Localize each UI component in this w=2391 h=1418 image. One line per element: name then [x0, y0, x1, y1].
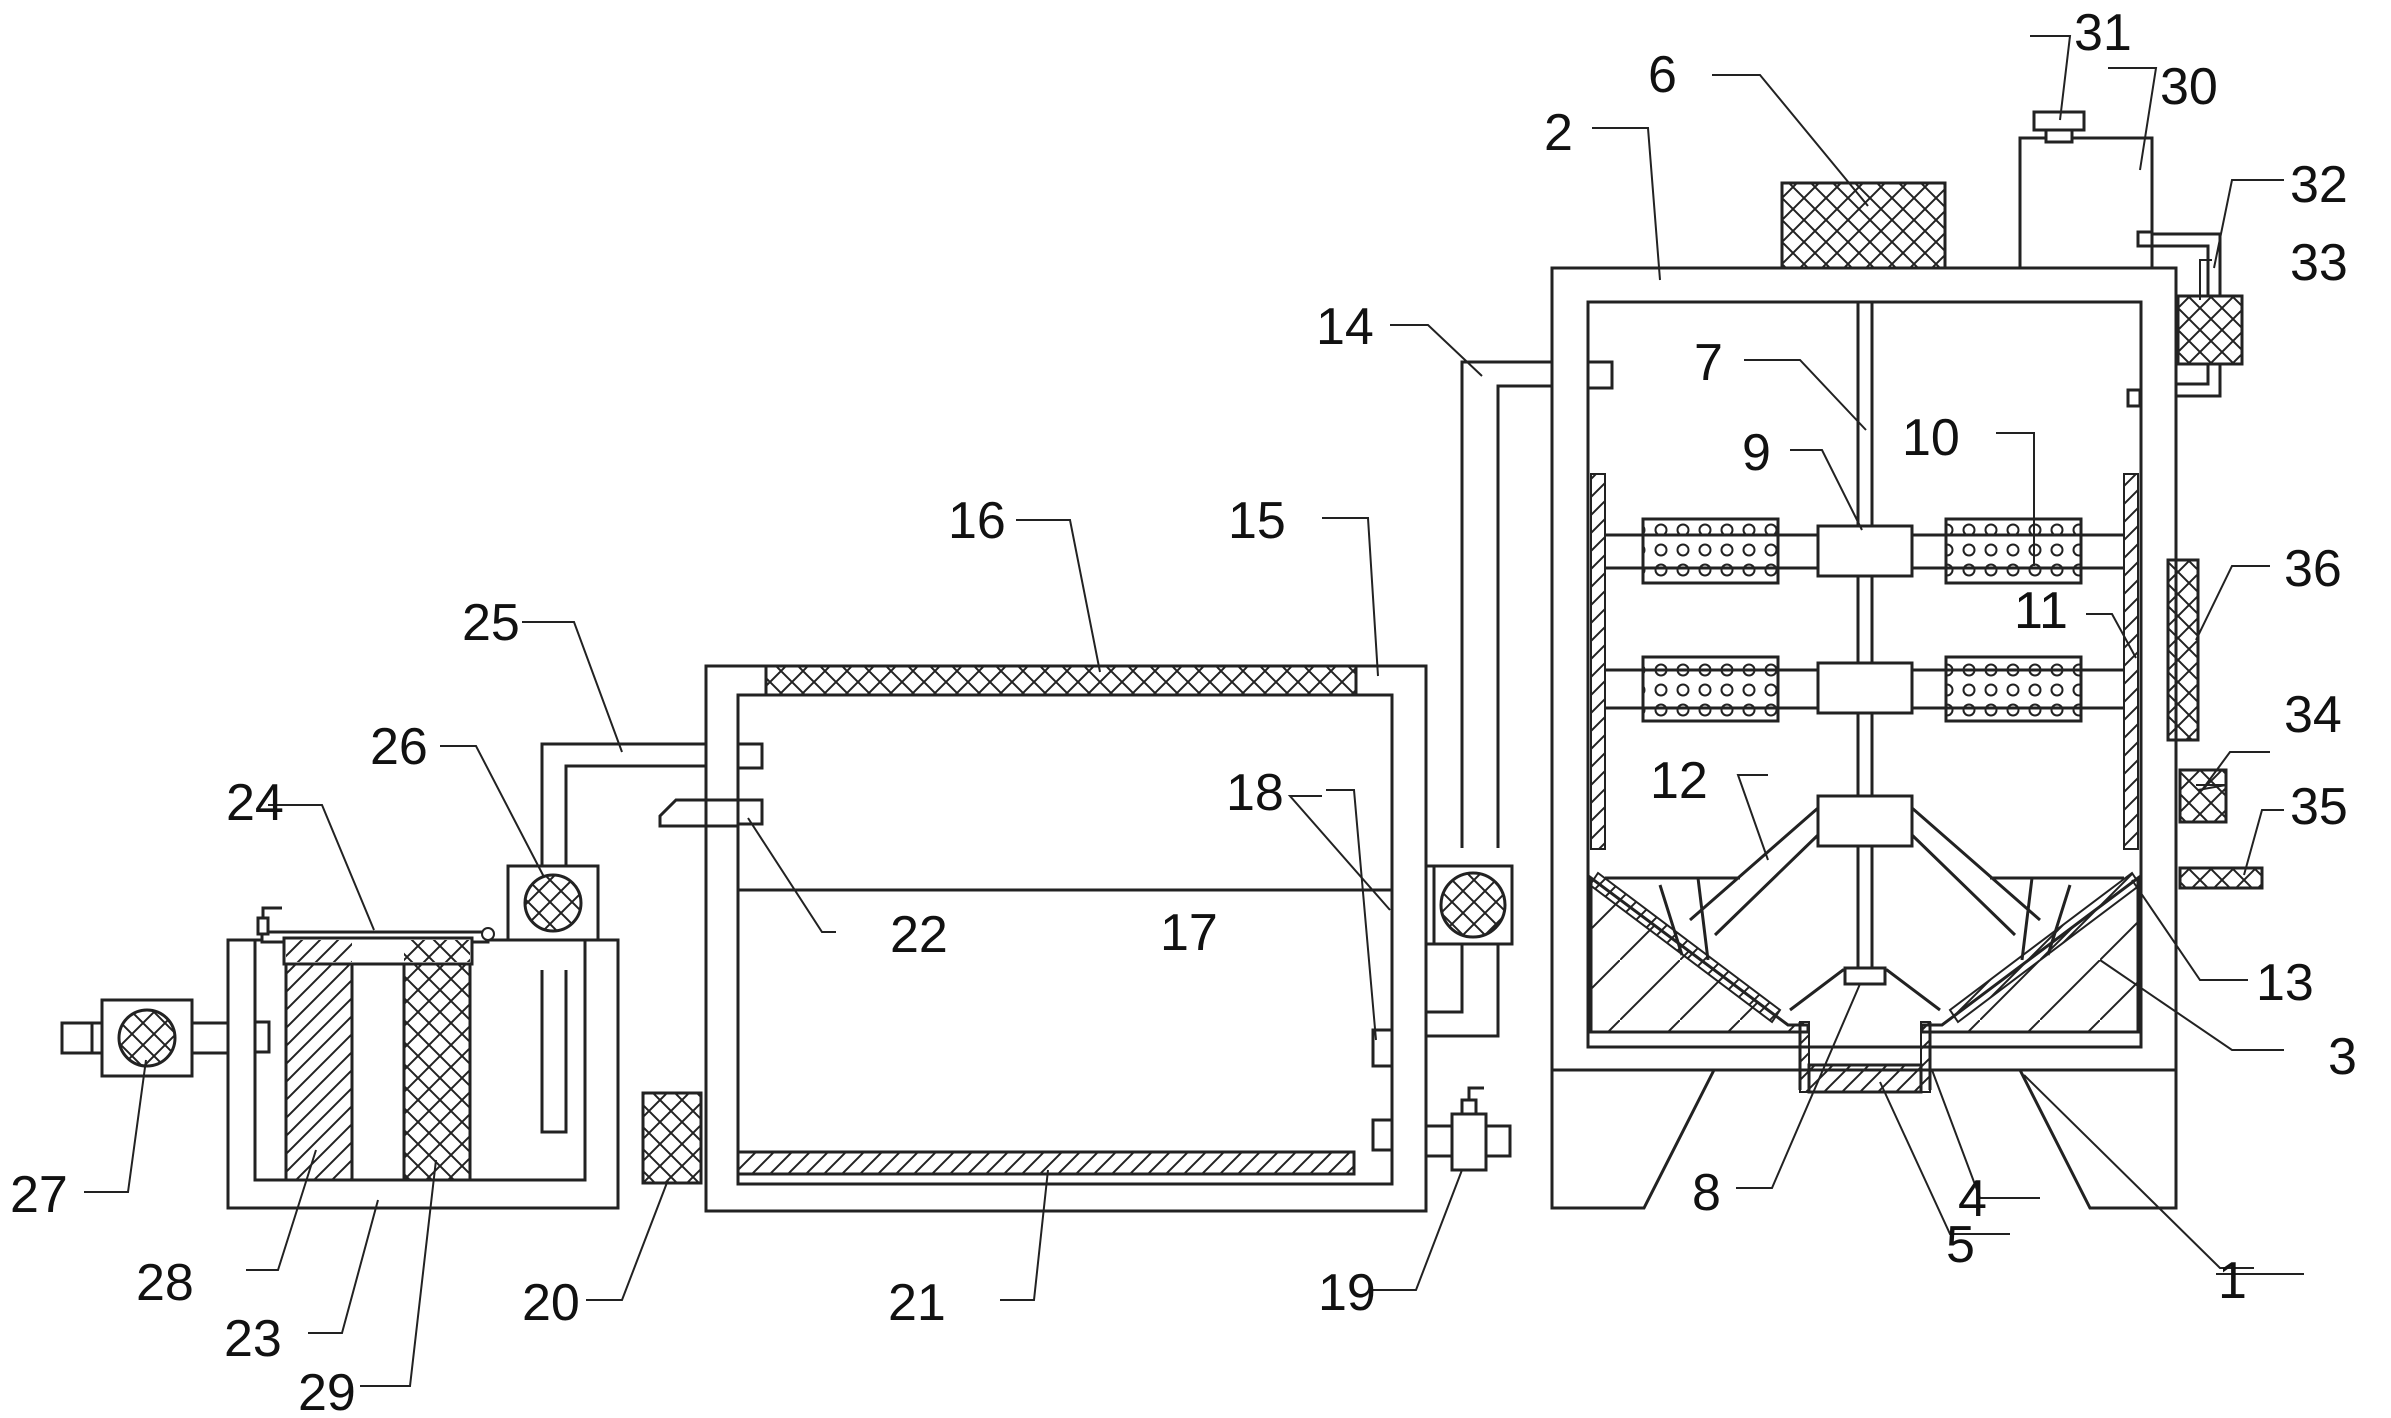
- label-24: 24: [226, 774, 284, 832]
- label-10: 10: [1902, 409, 1960, 467]
- label-6: 6: [1648, 46, 1677, 104]
- pump-27: [60, 998, 228, 1078]
- label-33: 33: [2290, 234, 2348, 292]
- label-34: 34: [2284, 686, 2342, 744]
- label-21: 21: [888, 1274, 946, 1332]
- label-15: 15: [1228, 492, 1286, 550]
- label-29: 29: [298, 1364, 356, 1418]
- stirring-block-10: [1641, 655, 1780, 723]
- label-26: 26: [370, 718, 428, 776]
- cap-31: [2032, 110, 2086, 132]
- knob: [256, 916, 270, 936]
- stirring-block-10: [1641, 517, 1780, 585]
- scraper-blade-13-right: [1948, 871, 2142, 1024]
- label-12: 12: [1650, 752, 1708, 810]
- pump-26: [506, 864, 600, 942]
- part-labels: 1 2 3 4 5 6 7 8 9 10 11 12 13 14 15 16 1…: [10, 4, 2357, 1418]
- settling-tank-15: [658, 664, 1428, 1213]
- label-36: 36: [2284, 540, 2342, 598]
- label-18: 18: [1226, 764, 1284, 822]
- box-20: [641, 1091, 703, 1185]
- plug-5: [1807, 1063, 1923, 1094]
- sleeve-4-left: [1799, 1021, 1810, 1093]
- label-3: 3: [2328, 1028, 2357, 1086]
- label-8: 8: [1692, 1164, 1721, 1222]
- bottom-plate-21: [736, 1150, 1356, 1176]
- filter-28: [284, 940, 354, 1182]
- label-35: 35: [2290, 778, 2348, 836]
- stirring-block-10: [1944, 517, 2083, 585]
- filter-29: [402, 940, 472, 1182]
- label-30: 30: [2160, 58, 2218, 116]
- stirring-block-10: [1944, 655, 2083, 723]
- label-31: 31: [2074, 4, 2132, 62]
- label-17: 17: [1160, 904, 1218, 962]
- bearing-8: [1843, 966, 1887, 986]
- pipe-25: [540, 742, 706, 866]
- label-28: 28: [136, 1254, 194, 1312]
- leader-lines: [84, 35, 2304, 1387]
- scraper-blade-13-left: [1588, 871, 1782, 1024]
- pump-33: [2176, 294, 2244, 366]
- label-16: 16: [948, 492, 1006, 550]
- hub-9-bottom: [1816, 794, 1914, 848]
- label-25: 25: [462, 594, 520, 652]
- label-27: 27: [10, 1166, 68, 1224]
- label-14: 14: [1316, 298, 1374, 356]
- valve-19: [1426, 1086, 1512, 1172]
- wall-scraper-11-left: [1590, 473, 1606, 850]
- hub-9-upper: [1816, 524, 1914, 578]
- label-4: 4: [1958, 1170, 1987, 1228]
- hub-9-lower: [1816, 661, 1914, 715]
- label-11: 11: [2014, 582, 2068, 640]
- label-7: 7: [1694, 334, 1723, 392]
- label-19: 19: [1318, 1264, 1376, 1322]
- controller-34: [2178, 768, 2228, 824]
- label-2: 2: [1544, 104, 1573, 162]
- spout-22: [658, 798, 738, 828]
- label-23: 23: [224, 1310, 282, 1368]
- filter-layer-16: [764, 664, 1358, 697]
- shaft-7: [1856, 302, 1874, 985]
- label-5: 5: [1946, 1216, 1975, 1274]
- motor-6: [1780, 181, 1947, 270]
- transfer-pipe-14: [1406, 360, 1552, 1038]
- label-20: 20: [522, 1274, 580, 1332]
- additive-tank-30: [2018, 136, 2154, 270]
- label-22: 22: [890, 906, 948, 964]
- heater-36: [2166, 558, 2200, 742]
- support-rod-12: [1689, 806, 2041, 937]
- stirring-tank: [1550, 110, 2264, 1210]
- label-1: 1: [2218, 1252, 2247, 1310]
- label-32: 32: [2290, 156, 2348, 214]
- label-9: 9: [1742, 424, 1771, 482]
- wall-scraper-11-right: [2123, 473, 2139, 850]
- label-13: 13: [2256, 954, 2314, 1012]
- sleeve-4-right: [1920, 1021, 1931, 1093]
- filter-box-23: [226, 906, 620, 1210]
- bar-35: [2178, 866, 2264, 890]
